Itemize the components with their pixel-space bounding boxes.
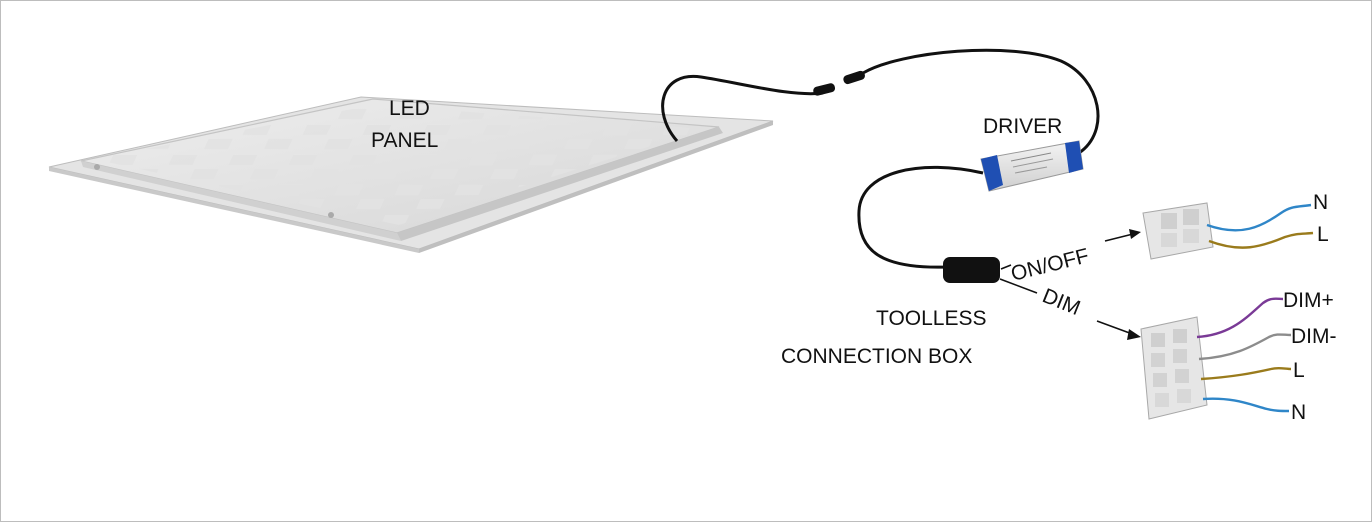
- box-label-line2: CONNECTION BOX: [781, 345, 972, 368]
- panel-bevel: [81, 161, 401, 241]
- onoff-terminal-n: N: [1313, 191, 1328, 214]
- inline-connector-male: [813, 83, 836, 96]
- panel-diffuser-texture: [93, 105, 705, 225]
- onoff-terminal-block: [1142, 202, 1214, 260]
- connection-box: [943, 257, 1000, 283]
- box-label-line1: TOOLLESS: [876, 307, 987, 330]
- wire-onoff-l: [1208, 231, 1314, 249]
- panel-output-cable: [661, 74, 824, 142]
- wire-dim-plus: [1196, 297, 1284, 339]
- driver-label: DRIVER: [983, 115, 1062, 138]
- driver-input-cable: [862, 48, 1100, 155]
- panel-label-line1: LED: [389, 97, 430, 120]
- panel-frame-edge-right: [419, 121, 773, 253]
- dim-terminal-block: [1140, 316, 1208, 420]
- panel-label-line2: PANEL: [371, 129, 438, 152]
- dim-terminal-n: N: [1291, 401, 1306, 424]
- wire-dim-n: [1202, 397, 1290, 413]
- wire-onoff-n: [1206, 203, 1312, 232]
- dim-arrowhead: [1127, 329, 1141, 340]
- dim-terminal-l: L: [1293, 359, 1305, 382]
- onoff-label: ON/OFF: [1009, 244, 1092, 286]
- dim-terminal-dim-plus: DIM+: [1283, 289, 1334, 312]
- wire-dim-minus: [1198, 333, 1292, 361]
- panel-screw: [94, 164, 100, 170]
- panel-frame-edge: [49, 167, 419, 253]
- onoff-terminal-l: L: [1317, 223, 1329, 246]
- led-driver: [980, 140, 1084, 192]
- inline-connector-female: [843, 70, 865, 85]
- onoff-arrowhead: [1129, 229, 1141, 239]
- dim-label: DIM: [1039, 284, 1083, 320]
- driver-output-cable: [857, 165, 984, 269]
- panel-screw: [328, 212, 334, 218]
- wire-dim-l: [1200, 366, 1292, 381]
- led-panel: [48, 96, 774, 253]
- panel-bevel-right: [397, 127, 723, 241]
- dim-terminal-dim-minus: DIM-: [1291, 325, 1337, 348]
